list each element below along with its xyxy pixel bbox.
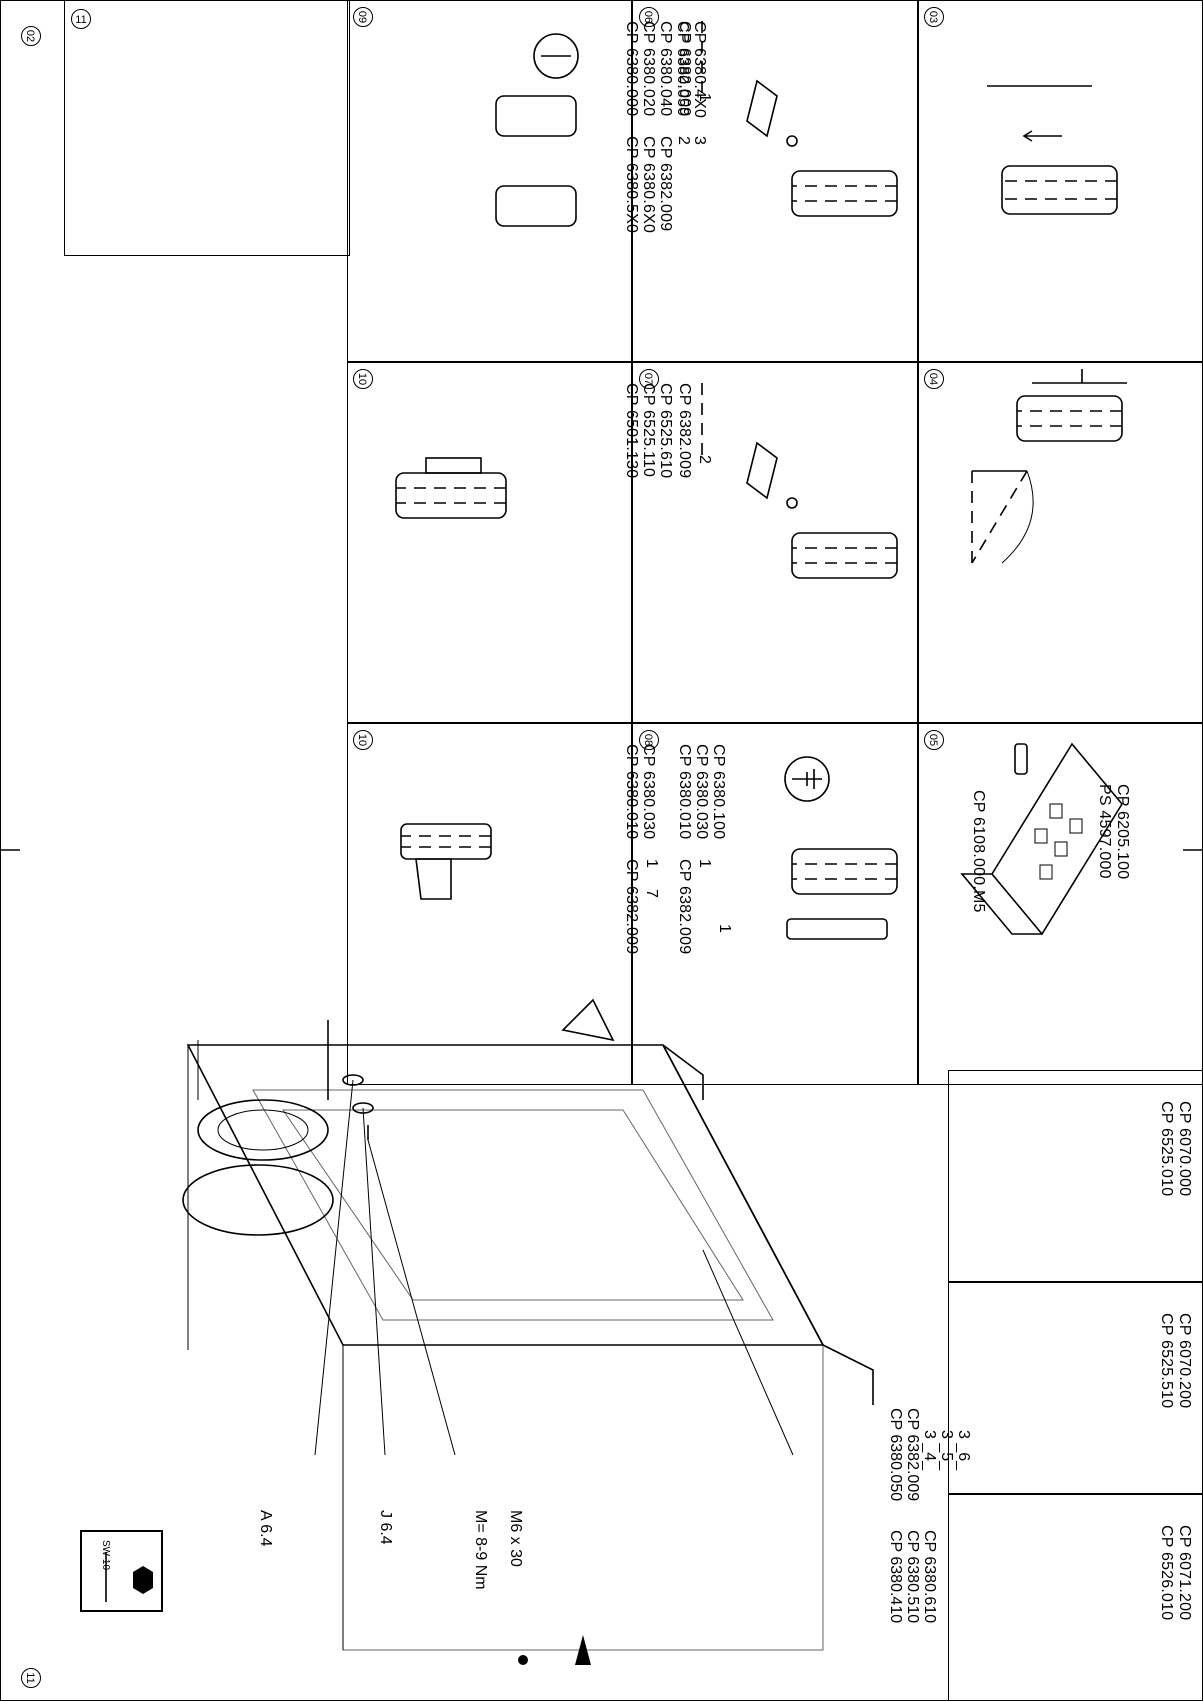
panel-11-box: 11: [64, 0, 350, 256]
tool-box: SW 10: [80, 1530, 163, 1612]
panel-10b-drawing: [400, 823, 492, 900]
panel-08-drawing: [784, 756, 898, 940]
panel-07-drawing: [701, 383, 898, 579]
panel-09-drawing: [495, 33, 579, 227]
side2-code-b: CP 6525.510: [1158, 1313, 1175, 1409]
panel-08: 08 CP 6380.010 CP 6380.030 CP 6380.100 C…: [632, 723, 918, 1085]
washer-j-label: J 6.4: [377, 1510, 394, 1545]
side1-code-b: CP 6525.010: [1158, 1101, 1175, 1197]
panel-04-drawing: [971, 369, 1127, 564]
panel-05: 05 CP 6108.000.M5 PS 4597.000 CP 6205.10…: [918, 723, 1203, 1085]
washer-a-label: A 6.4: [257, 1510, 274, 1547]
side-panel-3: CP 6071.200 CP 6526.010: [948, 1494, 1203, 1701]
panel-04: 04: [918, 362, 1203, 723]
side3-code-b: CP 6526.010: [1158, 1525, 1175, 1621]
panel-03-drawing: [987, 85, 1118, 215]
side3-code-a: CP 6071.200: [1176, 1525, 1193, 1621]
panel-10a-drawing: [395, 457, 507, 519]
panel-number: 11: [71, 9, 91, 29]
panel-10b: 10 CP 6380.010 CP 6380.030 CP 6382.009 1…: [347, 723, 660, 1085]
side-panel-1: CP 6070.000 CP 6525.010: [948, 1070, 1203, 1282]
panel-06: 06 CP 6382.009 1: [632, 0, 918, 362]
side1-code-a: CP 6070.000: [1176, 1101, 1193, 1197]
panel-03: 03: [918, 0, 1203, 362]
panel-10a: 10 CP 6501.130 CP 6525.110 CP 6525.610: [347, 362, 674, 723]
hex-key-icon: [105, 1552, 153, 1602]
side-panel-2: CP 6070.200 CP 6525.510: [948, 1282, 1203, 1494]
panel-06-drawing: [701, 21, 898, 217]
mounting-plate-drawing: [960, 742, 1123, 936]
panel-07: 07 CP 6382.009 2: [632, 362, 918, 723]
panel-09: 09 CP 6380.000 CP 6380.020 CP 6380.040 C…: [347, 0, 708, 362]
side2-code-a: CP 6070.200: [1176, 1313, 1193, 1409]
